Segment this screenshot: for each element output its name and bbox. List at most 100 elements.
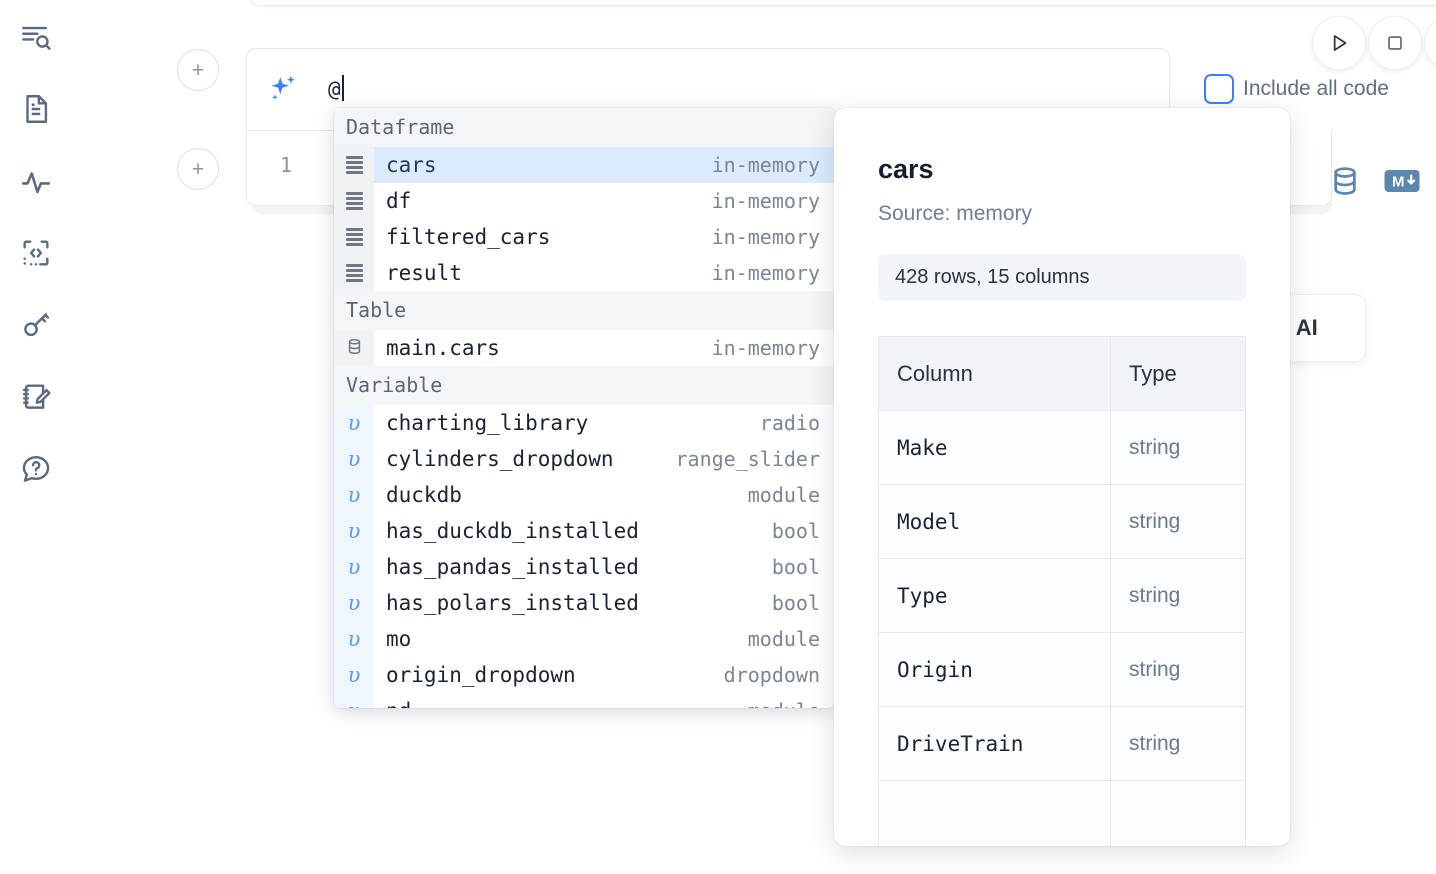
variable-upsilon-icon: υ <box>347 411 361 435</box>
variable-upsilon-icon: υ <box>347 591 361 615</box>
autocomplete-item-name: main.cars <box>386 336 500 360</box>
variable-upsilon-icon: υ <box>347 555 361 579</box>
autocomplete-item-type: bool <box>771 591 820 615</box>
autocomplete-item-name: result <box>386 261 462 285</box>
autocomplete-item-name: has_pandas_installed <box>386 555 639 579</box>
doc-table-row <box>878 780 1246 846</box>
panel-edge-above <box>248 0 1436 6</box>
cell-line-number: 1 <box>279 153 292 177</box>
secrets-key-icon[interactable] <box>12 301 60 349</box>
autocomplete-item-icon: υ <box>334 513 374 549</box>
autocomplete-item-icon: υ <box>334 441 374 477</box>
variable-upsilon-icon: υ <box>347 627 361 651</box>
doc-column-name: Origin <box>878 632 1111 707</box>
add-cell-below-button[interactable]: + <box>177 148 219 190</box>
autocomplete-item-name: filtered_cars <box>386 225 551 249</box>
autocomplete-item-type: in-memory <box>711 336 820 360</box>
autocomplete-item-icon: υ <box>334 405 374 441</box>
autocomplete-item[interactable]: main.cars in-memory <box>334 330 834 366</box>
markdown-icon[interactable]: M <box>1384 168 1420 199</box>
snippets-code-icon[interactable] <box>12 229 60 277</box>
autocomplete-item-icon: υ <box>334 657 374 693</box>
autocomplete-item-name: df <box>386 189 412 213</box>
autocomplete-item-name: cylinders_dropdown <box>386 447 614 471</box>
database-icon <box>345 337 364 360</box>
autocomplete-item-icon <box>334 147 374 183</box>
ai-prompt-value: @ <box>328 77 341 101</box>
doc-column-name <box>878 780 1111 846</box>
autocomplete-item-icon: υ <box>334 477 374 513</box>
notebook-file-icon[interactable] <box>12 85 60 133</box>
autocomplete-item[interactable]: df in-memory <box>334 183 834 219</box>
explore-search-icon[interactable] <box>12 14 60 62</box>
dataframe-rows-icon <box>345 264 363 282</box>
doc-column-type: string <box>1110 558 1246 633</box>
doc-source: Source: memory <box>878 202 1033 225</box>
help-question-icon[interactable] <box>12 445 60 493</box>
documentation-panel: cars Source: memory 428 rows, 15 columns… <box>834 108 1290 846</box>
variable-upsilon-icon: υ <box>347 663 361 687</box>
variable-upsilon-icon: υ <box>348 699 361 708</box>
dataframe-rows-icon <box>345 156 363 174</box>
variable-upsilon-icon: υ <box>347 519 361 543</box>
include-all-code-toggle[interactable]: Include all code <box>1204 74 1389 104</box>
autocomplete-item-icon <box>334 255 374 291</box>
sparkles-icon <box>265 71 301 107</box>
autocomplete-item-type: bool <box>771 519 820 543</box>
autocomplete-item-type: in-memory <box>711 189 820 213</box>
autocomplete-item-icon: υ <box>334 585 374 621</box>
doc-column-type <box>1110 780 1246 846</box>
scratchpad-edit-icon[interactable] <box>12 373 60 421</box>
autocomplete-item-type: module <box>747 483 820 507</box>
autocomplete-item-type: in-memory <box>711 153 820 177</box>
autocomplete-item-icon <box>334 219 374 255</box>
autocomplete-item-name: has_duckdb_installed <box>386 519 639 543</box>
autocomplete-item-icon: υ <box>334 621 374 657</box>
autocomplete-item-name: pd <box>374 699 748 708</box>
activity-icon[interactable] <box>12 158 60 206</box>
doc-title: cars <box>878 154 934 184</box>
autocomplete-item[interactable]: υ has_duckdb_installed bool <box>334 513 834 549</box>
text-caret <box>341 75 344 101</box>
autocomplete-item-name: has_polars_installed <box>386 591 639 615</box>
autocomplete-item-name: cars <box>386 153 437 177</box>
autocomplete-item[interactable]: cars in-memory <box>334 147 834 183</box>
autocomplete-item-icon: υ <box>334 549 374 585</box>
autocomplete-item-icon: υ <box>334 693 374 708</box>
doc-column-type: string <box>1110 410 1246 485</box>
include-all-code-checkbox[interactable] <box>1204 74 1234 104</box>
database-icon[interactable] <box>1328 164 1362 203</box>
autocomplete-item-icon <box>334 330 374 366</box>
variable-upsilon-icon: υ <box>347 483 361 507</box>
doc-column-name: Type <box>878 558 1111 633</box>
autocomplete-group-header: Variable <box>334 366 834 405</box>
autocomplete-item-name: origin_dropdown <box>386 663 576 687</box>
stop-button[interactable] <box>1368 16 1422 70</box>
autocomplete-item[interactable]: υ pdmodule <box>334 693 834 708</box>
ai-suggestion-card[interactable]: h AI <box>1277 294 1366 362</box>
doc-column-name: Model <box>878 484 1111 559</box>
ai-prompt-input[interactable]: @ <box>328 71 1148 107</box>
autocomplete-item-type: module <box>748 699 834 708</box>
include-all-code-label: Include all code <box>1243 77 1389 100</box>
more-options-button[interactable] <box>1424 16 1436 70</box>
autocomplete-item[interactable]: υ has_polars_installed bool <box>334 585 834 621</box>
add-cell-above-button[interactable]: + <box>177 49 219 91</box>
sidebar-rail <box>0 0 72 874</box>
run-button[interactable] <box>1312 16 1366 70</box>
autocomplete-item-name: mo <box>386 627 412 651</box>
